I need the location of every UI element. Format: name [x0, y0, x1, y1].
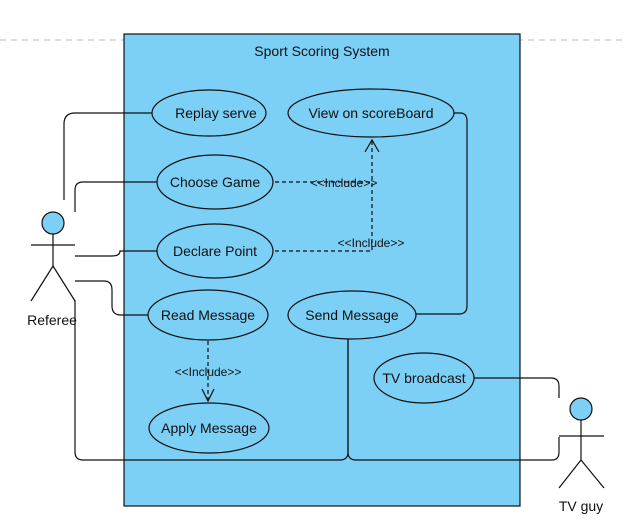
use-case-label-choose-game: Choose Game	[170, 174, 260, 190]
use-case-label-send-message: Send Message	[305, 307, 399, 323]
use-case-read-message[interactable]	[147, 289, 269, 341]
assoc-referee-choose-game	[74, 181, 157, 212]
use-case-declare-point[interactable]	[156, 223, 274, 279]
actor-label-tv-guy: TV guy	[559, 498, 603, 514]
assoc-referee-declare-point	[75, 250, 157, 257]
actor-referee[interactable]: Referee	[27, 211, 77, 328]
assoc-referee-read-message	[75, 280, 149, 316]
use-case-label-apply-message: Apply Message	[161, 420, 257, 436]
use-case-send-message[interactable]	[287, 290, 417, 340]
assoc-send-message-scoreboard	[415, 112, 468, 315]
assoc-referee-send-message	[74, 300, 349, 461]
include-label-choose-game: <<Include>>	[311, 176, 378, 190]
actor-label-referee: Referee	[27, 312, 77, 328]
system-title: Sport Scoring System	[254, 43, 389, 59]
include-dependencies	[207, 140, 373, 400]
include-arrowheads	[201, 138, 380, 403]
actor-tv-guy[interactable]: TV guy	[558, 397, 605, 514]
referee-figure-icon	[30, 234, 76, 302]
use-case-choose-game[interactable]	[156, 154, 274, 210]
use-case-view-scoreboard[interactable]	[287, 88, 455, 138]
use-case-label-view-scoreboard: View on scoreBoard	[308, 105, 433, 121]
include-declare-point-line	[275, 140, 373, 252]
assoc-referee-replay-serve	[63, 112, 152, 200]
arrowhead-apply-message	[201, 388, 215, 403]
use-case-replay-serve[interactable]	[151, 89, 267, 137]
use-case-apply-message[interactable]	[148, 402, 270, 454]
use-case-label-declare-point: Declare Point	[173, 243, 257, 259]
referee-head-icon	[41, 211, 65, 235]
use-case-label-tv-broadcast: TV broadcast	[382, 370, 465, 386]
assoc-tvguy-tv-broadcast	[474, 377, 560, 398]
associations	[63, 112, 560, 461]
include-label-declare-point: <<Include>>	[338, 236, 405, 250]
use-case-label-read-message: Read Message	[161, 307, 255, 323]
use-case-tv-broadcast[interactable]	[373, 352, 475, 404]
include-label-read-message: <<Include>>	[175, 365, 242, 379]
tv-guy-figure-icon	[558, 420, 605, 489]
use-case-label-replay-serve: Replay serve	[175, 105, 257, 121]
tv-guy-head-icon	[569, 397, 593, 421]
arrowhead-scoreboard	[364, 138, 380, 153]
assoc-tvguy-send-message	[347, 338, 560, 461]
